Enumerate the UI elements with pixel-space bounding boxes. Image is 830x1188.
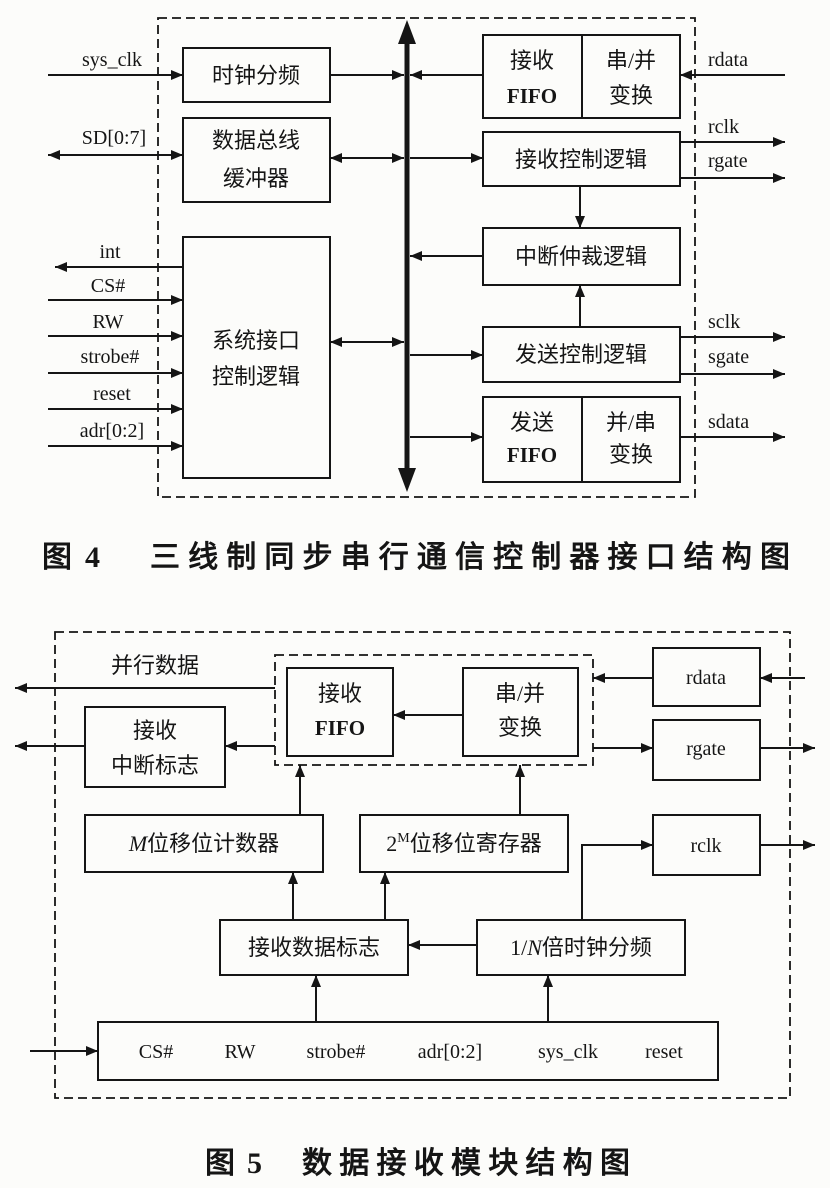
cs-label: CS# <box>91 275 125 297</box>
rx-serial-to-parallel-label-line1: 串/并 <box>606 48 656 73</box>
rx-data-flag-block <box>219 919 409 976</box>
tx-parallel-to-serial-label-line2: 变换 <box>609 442 653 467</box>
shift-register-label: 2M位移位寄存器 <box>386 831 541 856</box>
rx-interrupt-flag-label-line1: 接收 <box>133 718 177 743</box>
interrupt-arbiter-block <box>482 227 681 286</box>
system-interface-block <box>182 236 331 479</box>
figure5: 接收 FIFO 串/并 变换 并行数据 接收 中断标志 rdata rgate … <box>15 631 815 1180</box>
system-interface-label-line2: 控制逻辑 <box>212 364 300 389</box>
shift-register-exponent: M <box>397 831 410 846</box>
int-label: int <box>99 241 121 263</box>
rclk-block <box>652 814 761 876</box>
input-signal-reset: reset <box>645 1041 683 1063</box>
clock-divider-block <box>476 919 686 976</box>
rclk-label: rclk <box>708 116 739 138</box>
rclk-label: rclk <box>690 835 721 857</box>
parallel-data-label: 并行数据 <box>111 653 199 678</box>
serial-to-parallel-label-line1: 串/并 <box>495 681 545 706</box>
rx-interrupt-flag-label-line2: 中断标志 <box>111 753 199 778</box>
rx-fifo-label-line2: FIFO <box>507 84 557 108</box>
figure5-caption-number: 图 5 <box>205 1147 262 1180</box>
input-signal-strobe: strobe# <box>307 1041 366 1063</box>
figure4-caption-title: 三线制同步串行通信控制器接口结构图 <box>150 541 790 574</box>
clock-divider-prefix: 1/ <box>510 935 528 960</box>
sys-clk-label: sys_clk <box>82 49 142 71</box>
rx-fifo-label-line1: 接收 <box>510 48 554 73</box>
input-signal-sys-clk: sys_clk <box>538 1041 598 1063</box>
tx-control-block <box>482 326 681 383</box>
serial-to-parallel-block <box>462 667 579 757</box>
rx-data-flag-label: 接收数据标志 <box>248 935 380 960</box>
rx-control-label: 接收控制逻辑 <box>515 147 647 172</box>
input-signal-cs: CS# <box>139 1041 173 1063</box>
bit-counter-block <box>84 814 324 873</box>
strobe-label: strobe# <box>81 346 140 368</box>
reset-label: reset <box>93 383 131 405</box>
tx-parallel-to-serial-label-line1: 并/串 <box>606 410 656 435</box>
input-signal-adr: adr[0:2] <box>418 1041 482 1063</box>
rx-interrupt-flag-block <box>84 706 226 788</box>
rx-serial-to-parallel-label-line2: 变换 <box>609 83 653 108</box>
bus-buffer-label-line2: 缓冲器 <box>223 166 289 191</box>
rgate-block <box>652 719 761 781</box>
rgate-label: rgate <box>708 150 748 172</box>
tx-control-label: 发送控制逻辑 <box>515 342 647 367</box>
adr-label: adr[0:2] <box>80 420 144 442</box>
shift-register-base: 2 <box>386 831 397 856</box>
rx-buffer-group-boundary <box>274 654 594 766</box>
figure4: 时钟分频 sys_clk 数据总线 缓冲器 SD[0:7] 系统接口 控制逻辑 … <box>42 17 790 574</box>
sgate-label: sgate <box>708 346 749 368</box>
bit-counter-text: 位移位计数器 <box>147 831 279 856</box>
clock-divider-text: 倍时钟分频 <box>542 935 652 960</box>
shift-register-text: 位移位寄存器 <box>410 831 542 856</box>
serial-to-parallel-label-line2: 变换 <box>498 715 542 740</box>
rdata-block <box>652 647 761 707</box>
rx-fifo-label-line2: FIFO <box>315 716 365 740</box>
system-interface-label-line1: 系统接口 <box>212 328 300 353</box>
rx-fifo-label-line1: 接收 <box>318 681 362 706</box>
tx-fifo-label-line2: FIFO <box>507 443 557 467</box>
interrupt-arbiter-label: 中断仲裁逻辑 <box>515 244 647 269</box>
rdata-label: rdata <box>686 667 726 689</box>
sd-bus-label: SD[0:7] <box>82 127 146 149</box>
input-signal-bus-block <box>97 1021 719 1081</box>
figure5-caption-title: 数据接收模块结构图 <box>302 1147 630 1180</box>
clock-divider-var: N <box>526 935 543 960</box>
bit-counter-var: M <box>128 831 149 856</box>
rw-label: RW <box>92 311 123 333</box>
bus-buffer-label-line1: 数据总线 <box>212 128 300 153</box>
sclk-label: sclk <box>708 311 740 333</box>
rdata-label: rdata <box>708 49 748 71</box>
rgate-label: rgate <box>686 738 726 760</box>
input-signal-rw: RW <box>224 1041 255 1063</box>
clock-divider-label: 1/N倍时钟分频 <box>510 935 652 960</box>
sdata-label: sdata <box>708 411 749 433</box>
rx-fifo-block <box>286 667 394 757</box>
clock-divider-block <box>182 47 331 103</box>
divider-to-rclk-arrow <box>581 840 653 920</box>
rx-control-block <box>482 131 681 187</box>
shift-register-block <box>359 814 569 873</box>
internal-bus <box>398 20 416 492</box>
internal-bus-bottom-arrowhead <box>398 468 416 492</box>
figure5-module-boundary <box>54 631 791 1099</box>
tx-fifo-label-line1: 发送 <box>510 410 554 435</box>
clock-divider-label: 时钟分频 <box>212 63 300 88</box>
internal-bus-top-arrowhead <box>398 20 416 44</box>
bit-counter-label: M位移位计数器 <box>128 831 279 856</box>
figure4-caption-number: 图 4 <box>42 541 100 574</box>
figure4-module-boundary <box>157 17 696 498</box>
